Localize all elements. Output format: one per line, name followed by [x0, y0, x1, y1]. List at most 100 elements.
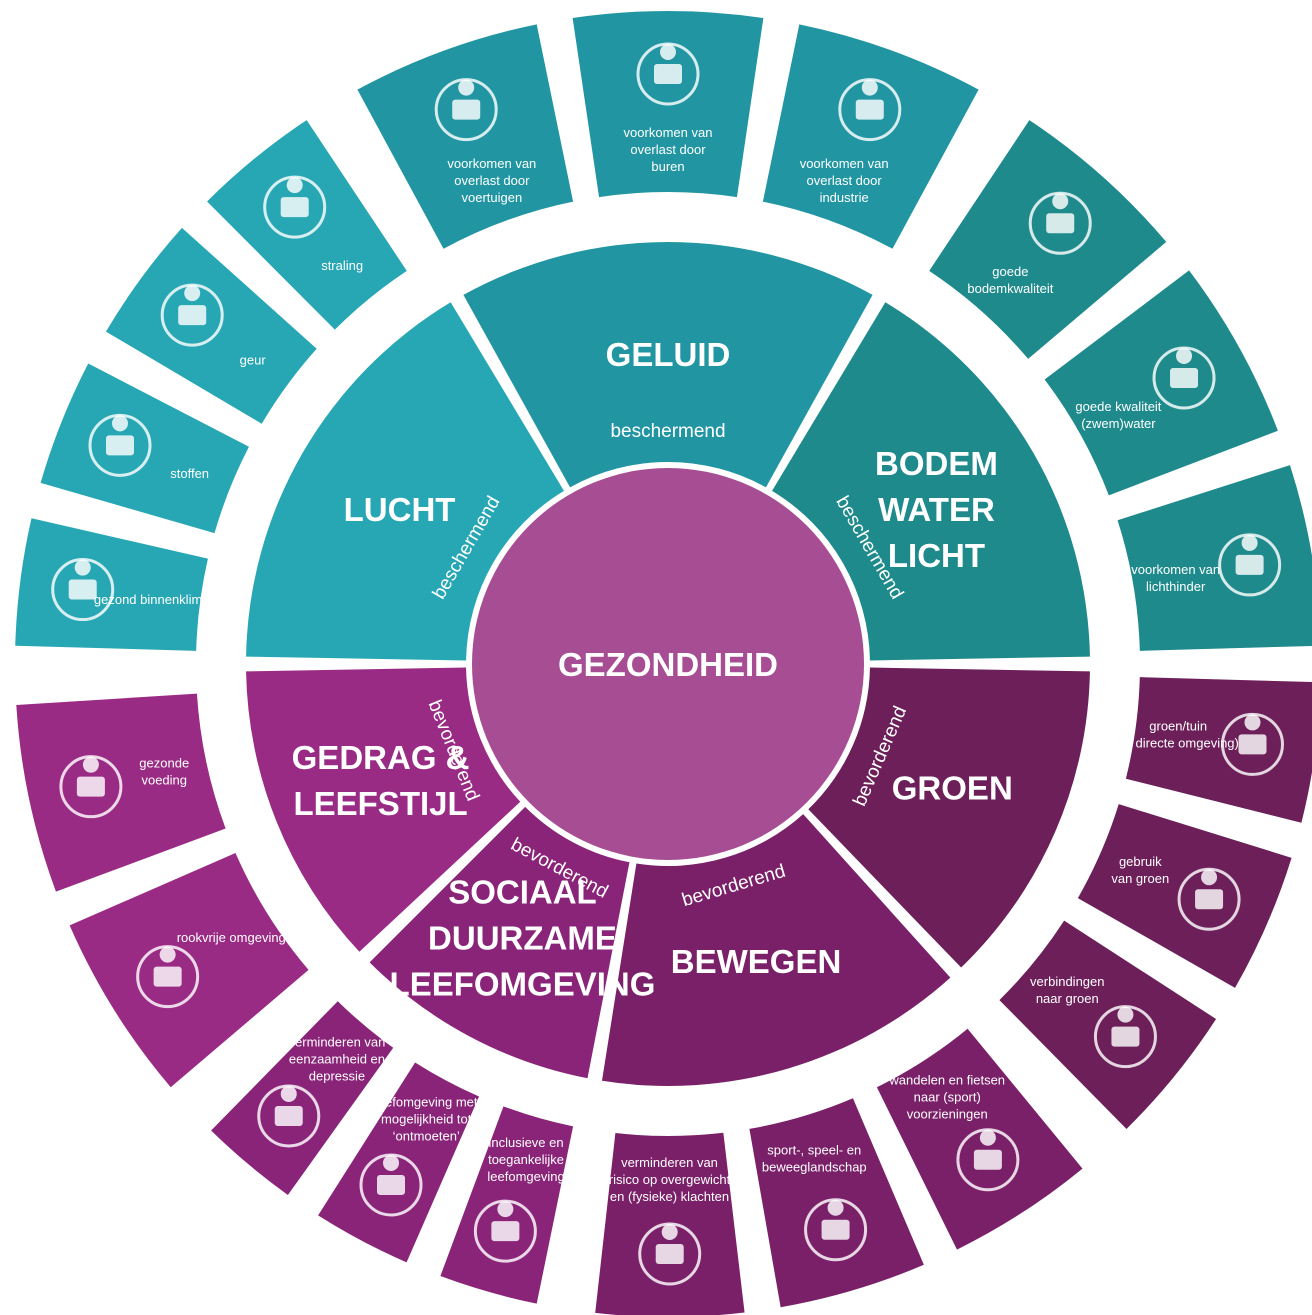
segment-label: gezonde: [139, 756, 189, 771]
segment-label: industrie: [820, 190, 869, 205]
segment-label: leefomgeving: [487, 1169, 564, 1184]
segment-label: rookvrije omgeving: [177, 930, 286, 945]
trees-icon: [1220, 712, 1284, 776]
segment-label: geur: [240, 352, 267, 367]
segment-factory-noise: voorkomen van overlast door industrie: [762, 24, 979, 249]
segment-label: beweeglandschap: [762, 1159, 867, 1174]
segment-label: goede kwaliteit: [1075, 399, 1161, 414]
segment-label: overlast door: [454, 173, 530, 188]
segment-swimmer-water: goede kwaliteit (zwem)water: [1044, 270, 1278, 496]
neighbour-houses-icon: [636, 42, 700, 106]
segment-label: sport-, speel- en: [767, 1142, 861, 1157]
segment-label: goede: [992, 264, 1028, 279]
segment-label: gezond binnenklimaat: [94, 592, 221, 607]
segment-label: groen/tuin: [1149, 719, 1207, 734]
walk-cycle-icon: [956, 1128, 1020, 1192]
theme-label: LEEFSTIJL: [293, 785, 467, 822]
segment-label: verminderen van: [621, 1155, 718, 1170]
theme-label: GELUID: [606, 336, 731, 373]
segment-label: bodemkwaliteit: [967, 281, 1053, 296]
segment-label: verbindingen: [1030, 974, 1104, 989]
segment-label: stoffen: [170, 466, 209, 481]
segment-label: voorkomen van: [447, 156, 536, 171]
radiation-icon: [263, 175, 327, 239]
segment-label: naar groen: [1036, 991, 1099, 1006]
overweight-icon: [638, 1222, 702, 1286]
theme-wedge: [808, 667, 1090, 968]
center-label: GEZONDHEID: [558, 646, 778, 683]
segment-label: van groen: [1111, 871, 1169, 886]
factory-noise-icon: [838, 78, 902, 142]
segment-tile: [105, 227, 317, 424]
segment-label: voertuigen: [462, 190, 523, 205]
segment-overweight: verminderen van risico op overgewicht en (…: [595, 1132, 745, 1315]
lonely-people-icon: [257, 1084, 321, 1148]
segment-odour-cycle: geur: [105, 227, 317, 424]
theme-label: LEEFOMGEVING: [390, 966, 656, 1003]
segment-tile: [69, 852, 309, 1088]
segment-house-wind: gezond binnenklimaat: [15, 518, 221, 651]
segment-tile: [211, 1001, 394, 1195]
segment-label: verminderen van: [289, 1035, 386, 1050]
segment-radiation: straling: [207, 120, 407, 330]
segment-label: toegankelijke: [488, 1152, 564, 1167]
theme-label: WATER: [878, 491, 995, 528]
tree-soil-icon: [1028, 191, 1092, 255]
effect-label: beschermend: [610, 421, 725, 442]
particles-cycle-icon: [88, 413, 152, 477]
outer-ring: gezond binnenklimaatstoffengeurstralingv…: [15, 11, 1312, 1315]
segment-label: ‘ontmoeten’: [393, 1129, 460, 1144]
theme-wedge: [246, 667, 521, 952]
segment-label: (zwem)water: [1081, 416, 1156, 431]
theme-geluid: GELUID beschermend: [463, 242, 873, 488]
segment-label: voorzieningen: [907, 1107, 988, 1122]
segment-trees: groen/tuin(in directe omgeving): [1117, 677, 1312, 823]
theme-wedge: [246, 302, 564, 661]
segment-playground: sport-, speel- en beweeglandschap: [749, 1098, 924, 1308]
segment-label: overlast door: [807, 173, 883, 188]
segment-tile: [1044, 270, 1278, 496]
meeting-bench-icon: [359, 1153, 423, 1217]
segment-label: voorkomen van: [1131, 562, 1220, 577]
segment-particles-cycle: stoffen: [40, 363, 249, 534]
segment-label: voorkomen van: [800, 156, 889, 171]
segment-tile: [1077, 804, 1292, 988]
segment-tile: [999, 920, 1217, 1129]
segment-label: eenzaamheid en: [289, 1052, 385, 1067]
segment-label: lichthinder: [1146, 579, 1206, 594]
segment-label: leefomgeving met: [375, 1095, 478, 1110]
theme-wedge: [601, 814, 951, 1086]
segment-tile: [1125, 677, 1312, 823]
segment-meeting-bench: leefomgeving met mogelijkheid tot ‘ontmoet…: [318, 1062, 480, 1263]
swimmer-water-icon: [1152, 346, 1216, 410]
no-smoking-icon: [136, 945, 200, 1009]
theme-label: GROEN: [892, 770, 1013, 807]
theme-wedge: [463, 242, 873, 488]
segment-green-path: verbindingen naar groen: [999, 920, 1217, 1129]
segment-label: voorkomen van: [624, 125, 713, 140]
segment-tile: [1117, 465, 1312, 651]
segment-label: risico op overgewicht: [609, 1172, 731, 1187]
healthy-food-icon: [59, 755, 123, 819]
green-path-icon: [1093, 1005, 1157, 1069]
segment-label: depressie: [309, 1069, 365, 1084]
theme-label: GEDRAG &: [292, 739, 470, 776]
segment-tree-soil: goede bodemkwaliteit: [929, 120, 1167, 359]
segment-label: mogelijkheid tot: [381, 1112, 472, 1127]
theme-label: LUCHT: [344, 491, 456, 528]
house-wind-icon: [51, 558, 115, 622]
segment-label: gebruik: [1119, 854, 1162, 869]
segment-label: en (fysieke) klachten: [610, 1189, 729, 1204]
center-circle: GEZONDHEID: [472, 468, 864, 860]
segment-vehicle-noise: voorkomen van overlast door voertuigen: [357, 24, 574, 249]
segment-tile: [929, 120, 1167, 359]
inner-ring: LUCHTbeschermendGELUIDbeschermendBODEMWA…: [246, 242, 1090, 1086]
segment-label: buren: [651, 159, 684, 174]
segment-lonely-people: verminderen van eenzaamheid en depressie: [211, 1001, 394, 1195]
